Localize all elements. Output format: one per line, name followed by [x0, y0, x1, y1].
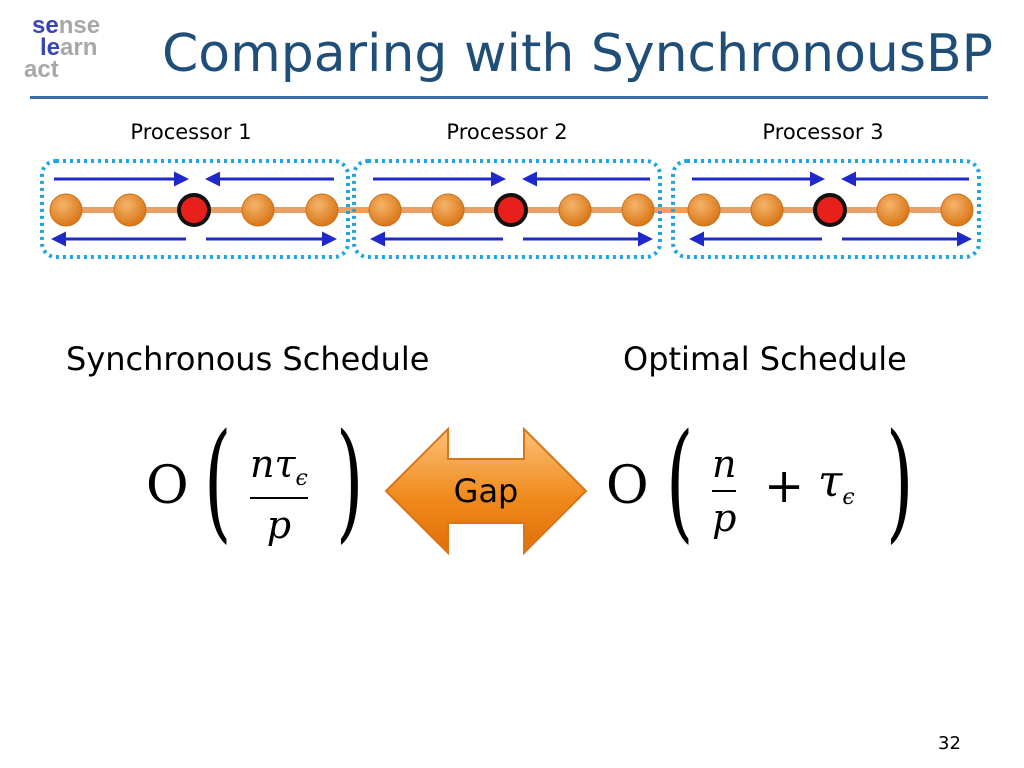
logo-line-sense: sense — [32, 12, 101, 39]
synchronous-schedule-label: Synchronous Schedule — [66, 340, 430, 378]
plus-sign: + — [764, 458, 805, 514]
processor-box-3 — [671, 159, 981, 259]
node — [305, 193, 339, 227]
node — [113, 193, 147, 227]
root-node-1 — [177, 193, 211, 227]
logo-line-act: act — [24, 56, 59, 83]
gap-double-arrow — [384, 426, 588, 556]
slide-title: Comparing with SynchronousBP — [162, 24, 994, 84]
fraction-n-over-p: n p — [712, 442, 737, 540]
node — [621, 193, 655, 227]
node — [368, 193, 402, 227]
sense-learn-act-logo: sense learn act — [22, 14, 132, 94]
node — [49, 193, 83, 227]
left-paren: ( — [666, 407, 694, 556]
optimal-schedule-label: Optimal Schedule — [623, 340, 907, 378]
numerator: nτ — [250, 442, 296, 486]
processor-label-1: Processor 1 — [130, 120, 252, 144]
node — [431, 193, 465, 227]
page-number: 32 — [938, 733, 961, 754]
node — [876, 193, 910, 227]
node — [750, 193, 784, 227]
processor-box-1 — [40, 159, 350, 259]
tau-epsilon: τϵ — [818, 456, 855, 510]
gap-label: Gap — [453, 472, 519, 510]
big-o-symbol: O — [146, 456, 189, 516]
root-node-3 — [813, 193, 847, 227]
left-paren: ( — [204, 407, 232, 556]
denominator: p — [712, 496, 737, 540]
right-paren: ) — [886, 407, 914, 556]
subscript-epsilon: ϵ — [295, 466, 308, 491]
node — [940, 193, 974, 227]
node — [558, 193, 592, 227]
denominator: p — [266, 503, 292, 547]
node — [687, 193, 721, 227]
numerator: n — [712, 442, 737, 486]
processor-label-2: Processor 2 — [446, 120, 568, 144]
big-o-symbol: O — [606, 456, 649, 516]
processor-chain-diagram — [40, 159, 981, 259]
synchronous-complexity-formula: O ( nτϵ p ) — [140, 412, 380, 560]
right-paren: ) — [336, 407, 364, 556]
title-underline — [30, 96, 988, 99]
processor-label-3: Processor 3 — [762, 120, 884, 144]
root-node-2 — [494, 193, 528, 227]
optimal-complexity-formula: O ( n p + τϵ ) — [604, 412, 924, 560]
processor-box-2 — [352, 159, 662, 259]
logo-line-learn: learn — [40, 34, 98, 61]
node — [241, 193, 275, 227]
fraction-n-tau-over-p: nτϵ p — [250, 442, 308, 547]
